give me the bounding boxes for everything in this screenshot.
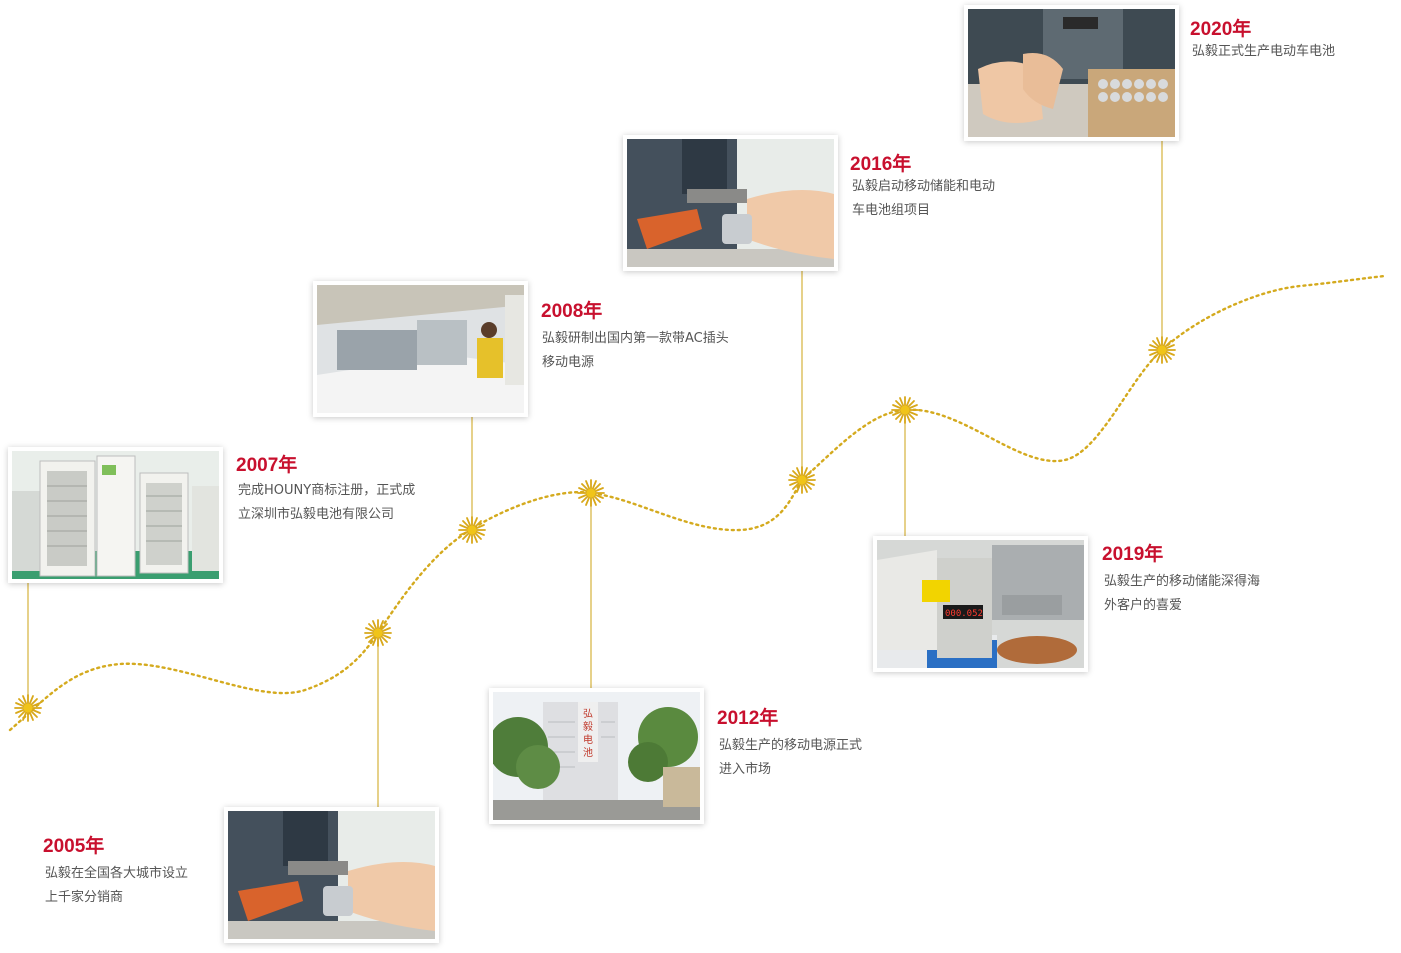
milestone-year-2019: 2019年 [1102, 544, 1164, 565]
milestone-desc-2019: 弘毅生产的移动储能深得海 外客户的喜爱 [1104, 570, 1260, 618]
milestone-year-2005: 2005年 [43, 836, 105, 857]
milestone-year-2020: 2020年 [1190, 19, 1252, 40]
desc-line: 弘毅研制出国内第一款带AC插头 [542, 331, 729, 346]
milestone-year-2008: 2008年 [541, 301, 603, 322]
welding-machine-photo [627, 139, 834, 267]
desc-line: 立深圳市弘毅电池有限公司 [238, 507, 395, 522]
spark-icon [1148, 336, 1176, 364]
desc-line: 上千家分销商 [45, 890, 124, 905]
spark-icon [14, 694, 42, 722]
desc-line: 车电池组项目 [852, 203, 931, 218]
battery-welding-photo [968, 9, 1175, 137]
milestone-year-2016: 2016年 [850, 154, 912, 175]
spark-icon [458, 516, 486, 544]
factory-building-photo: 弘 毅 电 池 [493, 692, 700, 820]
milestone-year-2007: 2007年 [236, 455, 298, 476]
milestone-year-2012: 2012年 [717, 708, 779, 729]
desc-line: 进入市场 [719, 762, 772, 777]
power-supply-photo: 000.052 [877, 540, 1084, 668]
spark-icon [788, 466, 816, 494]
welding-machine-photo [228, 811, 435, 939]
factory-sign-char: 电 [583, 733, 593, 746]
desc-line: 弘毅在全国各大城市设立 [45, 866, 189, 881]
desc-line: 完成HOUNY商标注册，正式成 [238, 483, 416, 498]
milestone-desc-2020: 弘毅正式生产电动车电池 [1192, 40, 1335, 64]
spark-icon [577, 479, 605, 507]
desc-line: 弘毅正式生产电动车电池 [1192, 44, 1336, 59]
photo-welding-2005 [224, 807, 439, 943]
factory-sign-char: 毅 [583, 720, 593, 733]
desc-line: 弘毅启动移动储能和电动 [852, 179, 996, 194]
milestone-desc-2016: 弘毅启动移动储能和电动 车电池组项目 [852, 175, 995, 223]
production-line-photo [317, 285, 524, 413]
photo-power-supply: 000.052 [873, 536, 1088, 672]
desc-line: 弘毅生产的移动储能深得海 [1104, 574, 1261, 589]
factory-sign-char: 弘 [583, 708, 593, 720]
desc-line: 弘毅生产的移动电源正式 [719, 738, 863, 753]
desc-line: 外客户的喜爱 [1104, 598, 1183, 613]
spark-icon [891, 396, 919, 424]
photo-production-line [313, 281, 528, 417]
photo-battery-welding [964, 5, 1179, 141]
power-readout: 000.052 [945, 609, 983, 619]
desc-line: 移动电源 [542, 355, 595, 370]
battery-racks-photo [12, 451, 219, 579]
factory-sign-char: 池 [583, 746, 593, 759]
photo-welding-2016 [623, 135, 838, 271]
milestone-desc-2007: 完成HOUNY商标注册，正式成 立深圳市弘毅电池有限公司 [238, 479, 415, 527]
milestone-desc-2008: 弘毅研制出国内第一款带AC插头 移动电源 [542, 327, 729, 375]
photo-factory-building: 弘 毅 电 池 [489, 688, 704, 824]
photo-battery-racks [8, 447, 223, 583]
spark-icon [364, 619, 392, 647]
milestone-desc-2005: 弘毅在全国各大城市设立 上千家分销商 [45, 862, 188, 910]
milestone-desc-2012: 弘毅生产的移动电源正式 进入市场 [719, 734, 862, 782]
